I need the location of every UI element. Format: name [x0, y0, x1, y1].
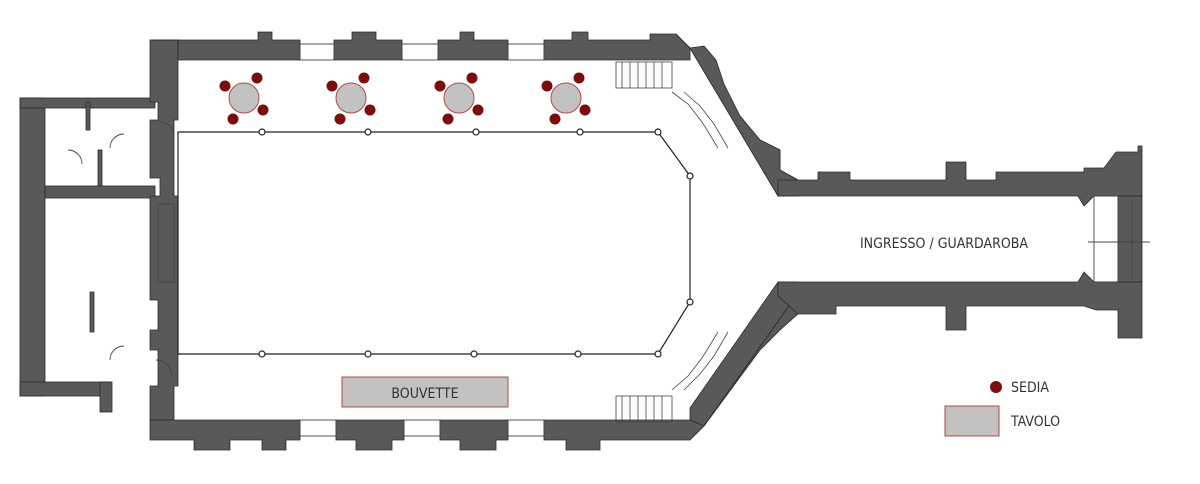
column	[258, 350, 266, 358]
annex-divider-wall	[44, 185, 156, 199]
chair	[251, 72, 263, 84]
column	[258, 128, 266, 136]
annex-vertical-wall-a	[85, 101, 91, 131]
chair	[549, 113, 561, 125]
hall-west-wall	[149, 39, 179, 421]
south-wall-segment-2	[335, 419, 405, 451]
bar-counter	[341, 376, 509, 408]
south-window-2	[403, 419, 441, 437]
north-window-1	[299, 43, 335, 61]
chair	[326, 80, 338, 92]
legend-chair-icon	[990, 381, 1002, 393]
annex-vertical-wall-b	[97, 149, 103, 187]
north-wall-segment-3	[437, 31, 509, 61]
annex-vertical-wall-c	[89, 291, 95, 333]
southeast-diagonal-wall	[689, 281, 797, 427]
table	[550, 82, 582, 114]
column	[364, 128, 372, 136]
chair	[219, 80, 231, 92]
column	[472, 128, 480, 136]
south-wall-segment-1	[149, 419, 301, 451]
column	[470, 350, 478, 358]
corridor-north-wall	[777, 145, 1143, 207]
legend-table-icon	[944, 405, 1000, 437]
chair	[442, 113, 454, 125]
column	[574, 350, 582, 358]
chair	[579, 104, 591, 116]
south-window-3	[507, 419, 545, 437]
openings	[67, 43, 1150, 437]
chair	[434, 80, 446, 92]
corridor-east-door	[1093, 195, 1119, 283]
southeast-outer-block	[703, 295, 799, 427]
legend-table-label: TAVOLO	[1010, 414, 1060, 430]
south-wall-segment-3	[439, 419, 509, 451]
chair	[358, 72, 370, 84]
chair	[364, 104, 376, 116]
annex-west-wall	[19, 97, 46, 397]
columns	[258, 128, 694, 358]
column	[364, 350, 372, 358]
legend-chair-label: SEDIA	[1011, 380, 1049, 396]
column	[686, 298, 694, 306]
column	[576, 128, 584, 136]
column	[654, 128, 662, 136]
stair-north	[615, 61, 673, 89]
entrance-label: INGRESSO / GUARDAROBA	[860, 236, 1028, 252]
west-window	[157, 203, 175, 283]
south-wall-segment-4	[543, 419, 705, 451]
table	[335, 82, 367, 114]
table	[443, 82, 475, 114]
chair	[334, 113, 346, 125]
column	[686, 172, 694, 180]
annex-stair-block	[99, 381, 113, 413]
north-wall-segment-1	[150, 31, 301, 61]
chair	[227, 113, 239, 125]
column	[654, 350, 662, 358]
corridor-east-pier	[1117, 195, 1143, 283]
walls	[19, 31, 1143, 451]
chair	[466, 72, 478, 84]
chair	[257, 104, 269, 116]
tables	[219, 72, 591, 125]
bar-label: BOUVETTE	[391, 386, 458, 402]
staircases	[615, 61, 729, 423]
corridor-south-wall	[777, 271, 1143, 339]
table	[228, 82, 260, 114]
north-wall-segment-2	[333, 31, 403, 61]
legend: SEDIA TAVOLO	[944, 380, 1060, 437]
chair	[541, 80, 553, 92]
north-window-3	[507, 43, 545, 61]
hall-central-outline	[177, 131, 691, 355]
south-window-1	[299, 419, 337, 437]
chair	[472, 104, 484, 116]
stair-south	[615, 395, 673, 423]
chair	[573, 72, 585, 84]
north-wall-segment-4	[543, 31, 691, 61]
north-window-2	[401, 43, 439, 61]
annex-south-wall	[19, 381, 111, 397]
northeast-outer-block	[689, 45, 799, 197]
